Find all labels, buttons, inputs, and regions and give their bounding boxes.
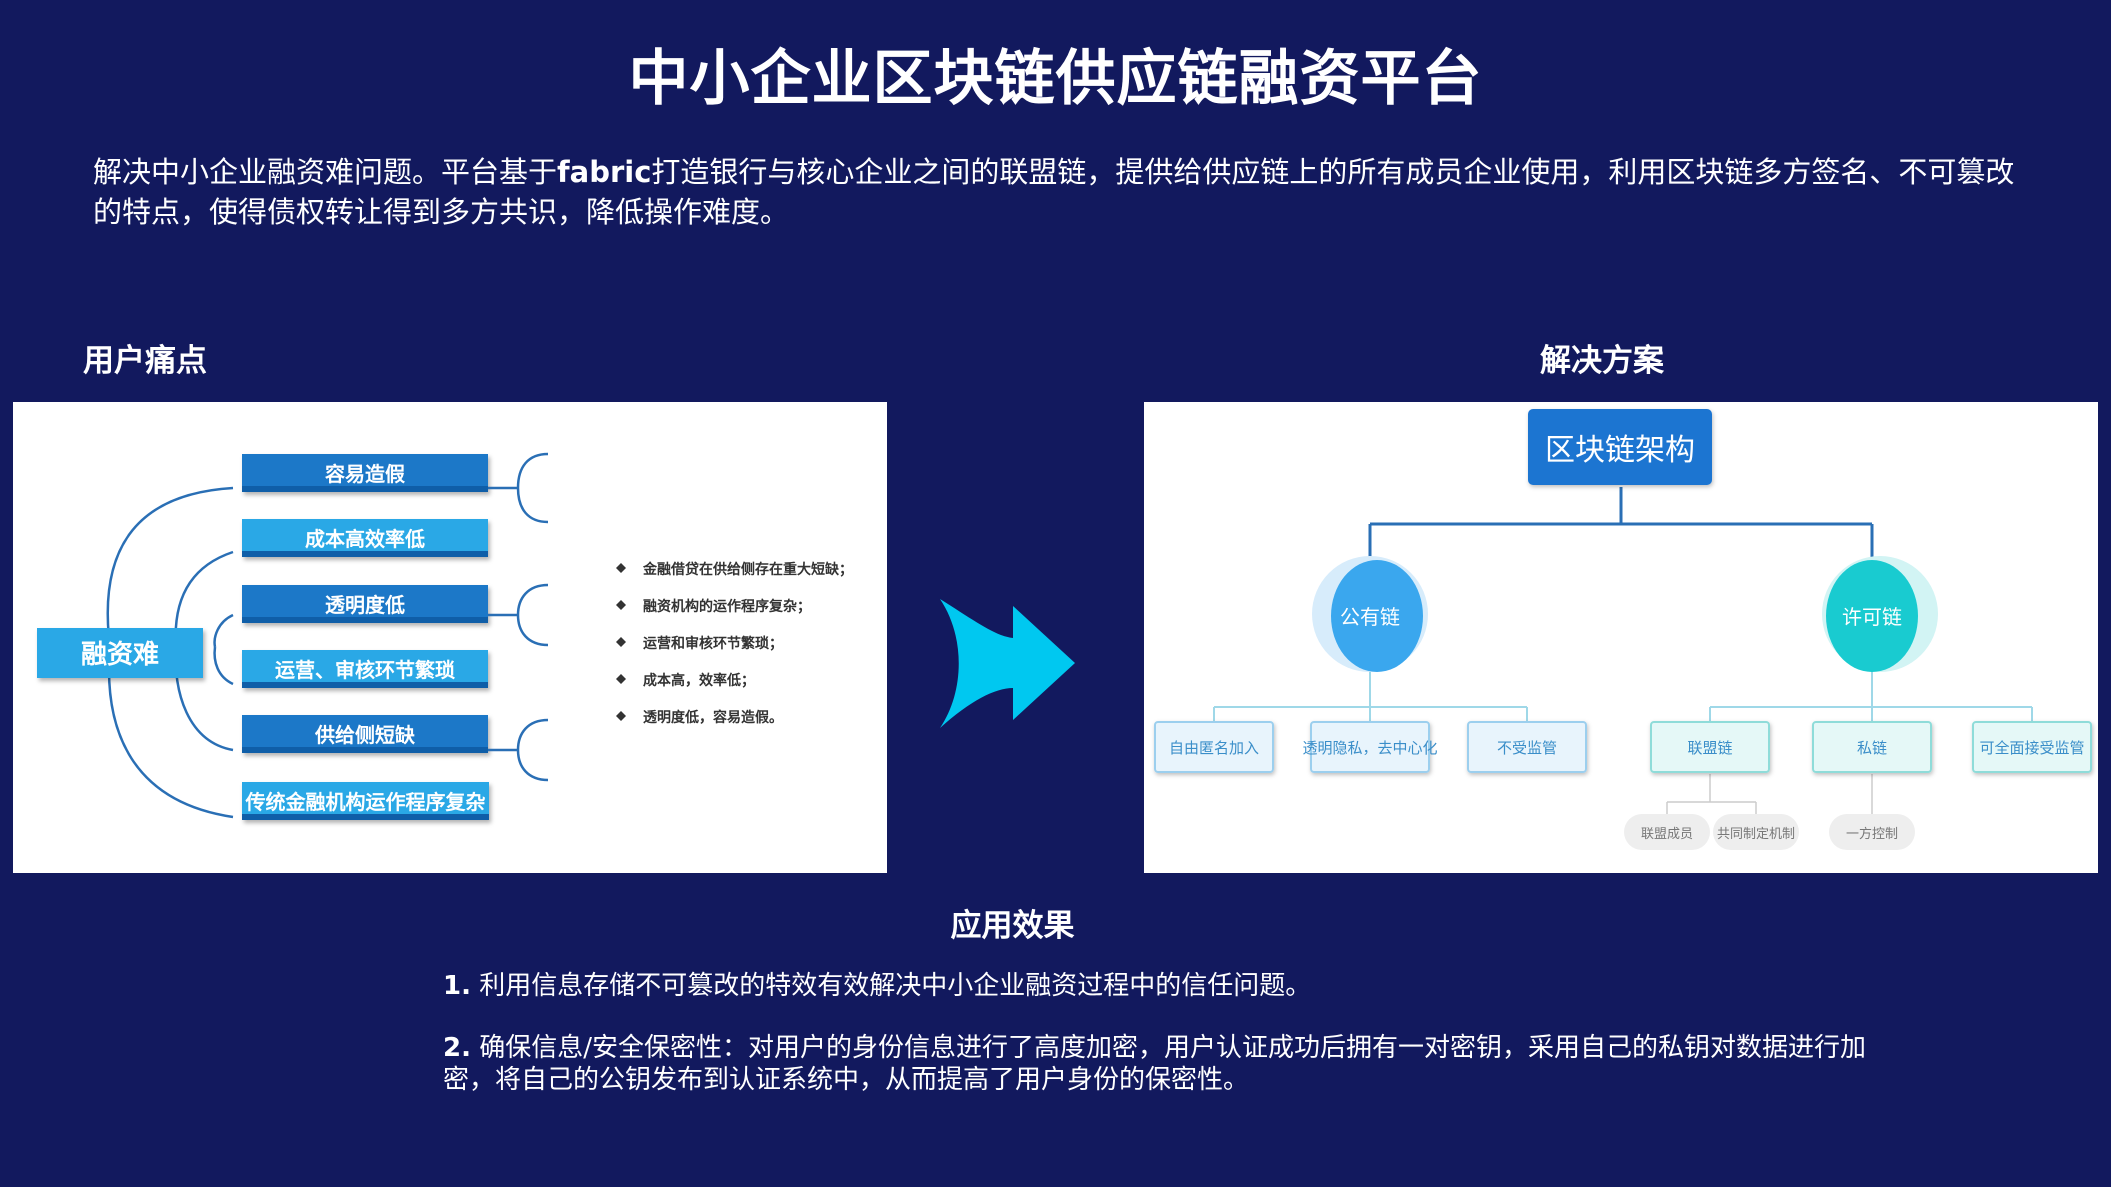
leaf-label: 共同制定机制 bbox=[1717, 827, 1795, 842]
pain-item-label: 透明度低 bbox=[325, 593, 405, 617]
pain-bullet-list: 金融借贷在供给侧存在重大短缺； 融资机构的运作程序复杂； 运营和审核环节繁琐； 成本高… bbox=[616, 561, 853, 726]
feature-box bbox=[1154, 721, 1274, 773]
diamond-bullet-icon bbox=[616, 674, 626, 684]
pain-bullet-text: 金融借贷在供给侧存在重大短缺； bbox=[642, 561, 853, 578]
feature-label: 自由匿名加入 bbox=[1169, 739, 1259, 757]
effect-item: 2. 确保信息/安全保密性：对用户的身份信息进行了高度加密，用户认证成功后拥有一… bbox=[443, 1033, 1866, 1095]
sub-lines bbox=[1213, 660, 2033, 722]
diamond-bullet-icon bbox=[616, 600, 626, 610]
effects-list: 1. 利用信息存储不可篡改的特效有效解决中小企业融资过程中的信任问题。 2. 确… bbox=[443, 970, 1883, 1126]
feature-box bbox=[1812, 721, 1932, 773]
pain-item-label: 成本高效率低 bbox=[305, 527, 425, 551]
pain-item-label: 传统金融机构运作程序复杂 bbox=[245, 790, 486, 814]
arrow-shape bbox=[940, 599, 1075, 728]
feature-label: 私链 bbox=[1857, 739, 1887, 757]
leaf-lines bbox=[1666, 774, 1873, 814]
pain-bullet-text: 运营和审核环节繁琐； bbox=[643, 635, 783, 652]
feature-label: 不受监管 bbox=[1497, 739, 1557, 757]
root-label: 融资难 bbox=[81, 640, 159, 670]
solution-root-box bbox=[1528, 409, 1712, 485]
solution-diagram: 区块链架构 公有链 许可链 自由匿名加入 透明隐私，去中心化 不受监管 联盟链 私链 可全… bbox=[1144, 402, 2098, 873]
solution-leaf-list: 联盟成员 共同制定机制 一方控制 bbox=[1624, 814, 1915, 850]
intro-suffix: 打造银行与核心企业之间的联盟链，提供给供应链上的所有成员企业使用，利用区块链多方… bbox=[93, 155, 2015, 229]
leaf-pill bbox=[1829, 814, 1915, 850]
pain-item-underline bbox=[242, 551, 488, 557]
solution-svg: 区块链架构 公有链 许可链 自由匿名加入 透明隐私，去中心化 不受监管 联盟链 私链 可全… bbox=[1154, 409, 2092, 850]
feature-label: 透明隐私，去中心化 bbox=[1302, 739, 1437, 757]
intro-paragraph: 解决中小企业融资难问题。平台基于fabric打造银行与核心企业之间的联盟链，提供… bbox=[93, 152, 2023, 232]
pain-points-label: 用户痛点 bbox=[83, 343, 207, 379]
diamond-bullet-icon bbox=[616, 637, 626, 647]
intro-keyword: fabric bbox=[557, 155, 652, 189]
pain-item-box bbox=[242, 650, 488, 688]
pain-item-underline bbox=[242, 486, 488, 492]
leaf-label: 联盟成员 bbox=[1641, 827, 1693, 842]
feature-label: 可全面接受监管 bbox=[1979, 739, 2084, 757]
intro-prefix: 解决中小企业融资难问题。平台基于 bbox=[93, 155, 558, 189]
page-title: 中小企业区块链供应链融资平台 bbox=[628, 44, 1483, 114]
tree-lines bbox=[1368, 487, 1874, 564]
leaf-label: 一方控制 bbox=[1846, 826, 1898, 842]
pain-bullet-text: 融资机构的运作程序复杂； bbox=[643, 598, 811, 615]
pain-item-underline bbox=[242, 617, 488, 623]
pain-item-label: 运营、审核环节繁琐 bbox=[275, 658, 455, 682]
pain-points-diagram: 融资难 容易造假成本高效率低透明度低运营、审核环节繁琐供给侧短缺传统金融机构运作… bbox=[13, 402, 887, 873]
feature-box bbox=[1650, 721, 1770, 773]
pain-points-svg: 融资难 容易造假成本高效率低透明度低运营、审核环节繁琐供给侧短缺传统金融机构运作… bbox=[37, 452, 853, 820]
permissioned-chain-circle bbox=[1826, 560, 1918, 672]
pain-item-underline bbox=[242, 814, 489, 820]
diamond-bullet-icon bbox=[616, 711, 626, 721]
pain-item-box bbox=[242, 454, 488, 492]
pain-item-underline bbox=[242, 682, 488, 688]
permissioned-chain-label: 许可链 bbox=[1842, 605, 1902, 629]
feature-box bbox=[1467, 721, 1587, 773]
solution-label: 解决方案 bbox=[1540, 343, 1664, 379]
pain-bullet-text: 成本高，效率低； bbox=[643, 672, 755, 689]
pain-item-label: 容易造假 bbox=[325, 462, 406, 486]
leaf-pill bbox=[1713, 814, 1799, 850]
effect-item: 1. 利用信息存储不可篡改的特效有效解决中小企业融资过程中的信任问题。 bbox=[443, 971, 1312, 1001]
right-arrow-icon bbox=[940, 599, 1075, 728]
effects-label: 应用效果 bbox=[950, 908, 1075, 944]
feature-box bbox=[1972, 721, 2092, 773]
bracket-lines bbox=[488, 452, 549, 782]
solution-feature-list: 自由匿名加入 透明隐私，去中心化 不受监管 联盟链 私链 可全面接受监管 bbox=[1154, 721, 2092, 773]
root-box bbox=[37, 628, 203, 678]
pain-bullet-text: 透明度低，容易造假。 bbox=[643, 709, 783, 726]
pain-item-box bbox=[242, 715, 488, 753]
leaf-pill bbox=[1624, 814, 1710, 850]
feature-label: 联盟链 bbox=[1687, 739, 1732, 757]
diamond-bullet-icon bbox=[616, 563, 626, 573]
public-chain-label: 公有链 bbox=[1340, 605, 1400, 629]
pain-item-box bbox=[242, 519, 488, 557]
pain-item-box bbox=[242, 782, 489, 820]
pain-item-box bbox=[242, 585, 488, 623]
feature-box bbox=[1310, 721, 1430, 773]
pain-item-underline bbox=[242, 747, 488, 753]
public-chain-circle bbox=[1331, 560, 1423, 672]
pain-item-label: 供给侧短缺 bbox=[314, 723, 416, 747]
solution-root-label: 区块链架构 bbox=[1545, 433, 1695, 468]
